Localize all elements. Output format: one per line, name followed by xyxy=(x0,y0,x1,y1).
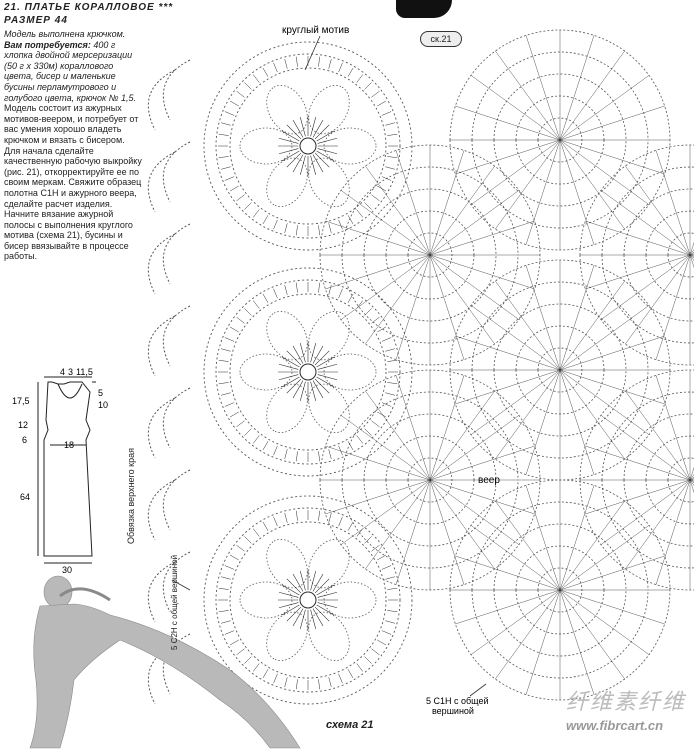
fan-motifs xyxy=(319,29,694,701)
fan-motif xyxy=(449,479,671,701)
pattern-outline xyxy=(37,376,96,564)
dim-bottom: 30 xyxy=(62,565,72,575)
c1h-note-1: 5 С1Н с общей xyxy=(426,696,489,706)
c2h-arrow xyxy=(171,579,191,591)
fan-motif xyxy=(579,144,694,366)
watermark-cn: 纤维素纤维 xyxy=(566,690,687,715)
neckline xyxy=(57,383,83,399)
dim-right-2: 10 xyxy=(98,400,108,410)
round-motif-leader xyxy=(304,35,321,71)
c2h-note: 5 С2Н с общей вершиной xyxy=(170,554,179,650)
dim-waist: 18 xyxy=(64,440,74,450)
dim-top-c: 11,5 xyxy=(76,367,93,377)
schema-caption: схема 21 xyxy=(326,719,374,731)
dim-top-a: 4 xyxy=(60,367,65,377)
round-motif xyxy=(203,495,413,705)
title-stars: *** xyxy=(158,2,174,13)
black-corner-shape xyxy=(396,0,452,18)
dress-title-text: 21. ПЛАТЬЕ КОРАЛЛОВОЕ xyxy=(4,2,155,13)
scalloped-edges xyxy=(147,59,191,705)
needs-label: Вам потребуется: xyxy=(4,39,91,50)
dim-left-4: 64 xyxy=(20,492,30,502)
fan-motif xyxy=(319,369,541,591)
fan-motif xyxy=(449,29,671,251)
dim-left-3: 6 xyxy=(22,435,27,445)
figure-badge: ск.21 xyxy=(420,31,462,47)
round-motifs xyxy=(203,41,413,705)
fan-motif xyxy=(319,144,541,366)
dim-right-1: 5 xyxy=(98,388,103,398)
c1h-note-2: вершиной xyxy=(432,706,474,716)
size-line: РАЗМЕР 44 xyxy=(4,15,68,26)
dim-left-1: 17,5 xyxy=(12,396,30,406)
fan-label: веер xyxy=(478,475,500,486)
description-line1: Модель выполнена крючком. xyxy=(4,29,126,39)
description-block: Модель выполнена крючком. Вам потребуетс… xyxy=(4,29,142,262)
model-arm xyxy=(59,587,111,602)
dim-left-2: 12 xyxy=(18,420,28,430)
dress-title: 21. ПЛАТЬЕ КОРАЛЛОВОЕ *** xyxy=(4,2,173,13)
needs-paragraph: Вам потребуется: 400 г хлопка двойной ме… xyxy=(4,40,142,104)
pattern-front-shape xyxy=(43,381,93,557)
model-photo xyxy=(29,575,301,749)
round-motif xyxy=(203,41,413,251)
edge-binding-label: Обвязка верхнего края xyxy=(126,448,136,544)
description-body: Модель состоит из ажурных мотивов-веером… xyxy=(4,103,142,262)
dim-top-b: 3 xyxy=(68,367,73,377)
round-motif xyxy=(203,267,413,477)
round-motif-label: круглый мотив xyxy=(282,25,349,36)
fan-motif xyxy=(449,259,671,481)
needs-text: 400 г хлопка двойной мерсеризации (50 г … xyxy=(4,39,136,103)
watermark-url: www.fibrcart.cn xyxy=(566,718,664,733)
c1h-arrow xyxy=(469,683,487,697)
fan-motif xyxy=(579,369,694,591)
model-body xyxy=(29,603,301,749)
